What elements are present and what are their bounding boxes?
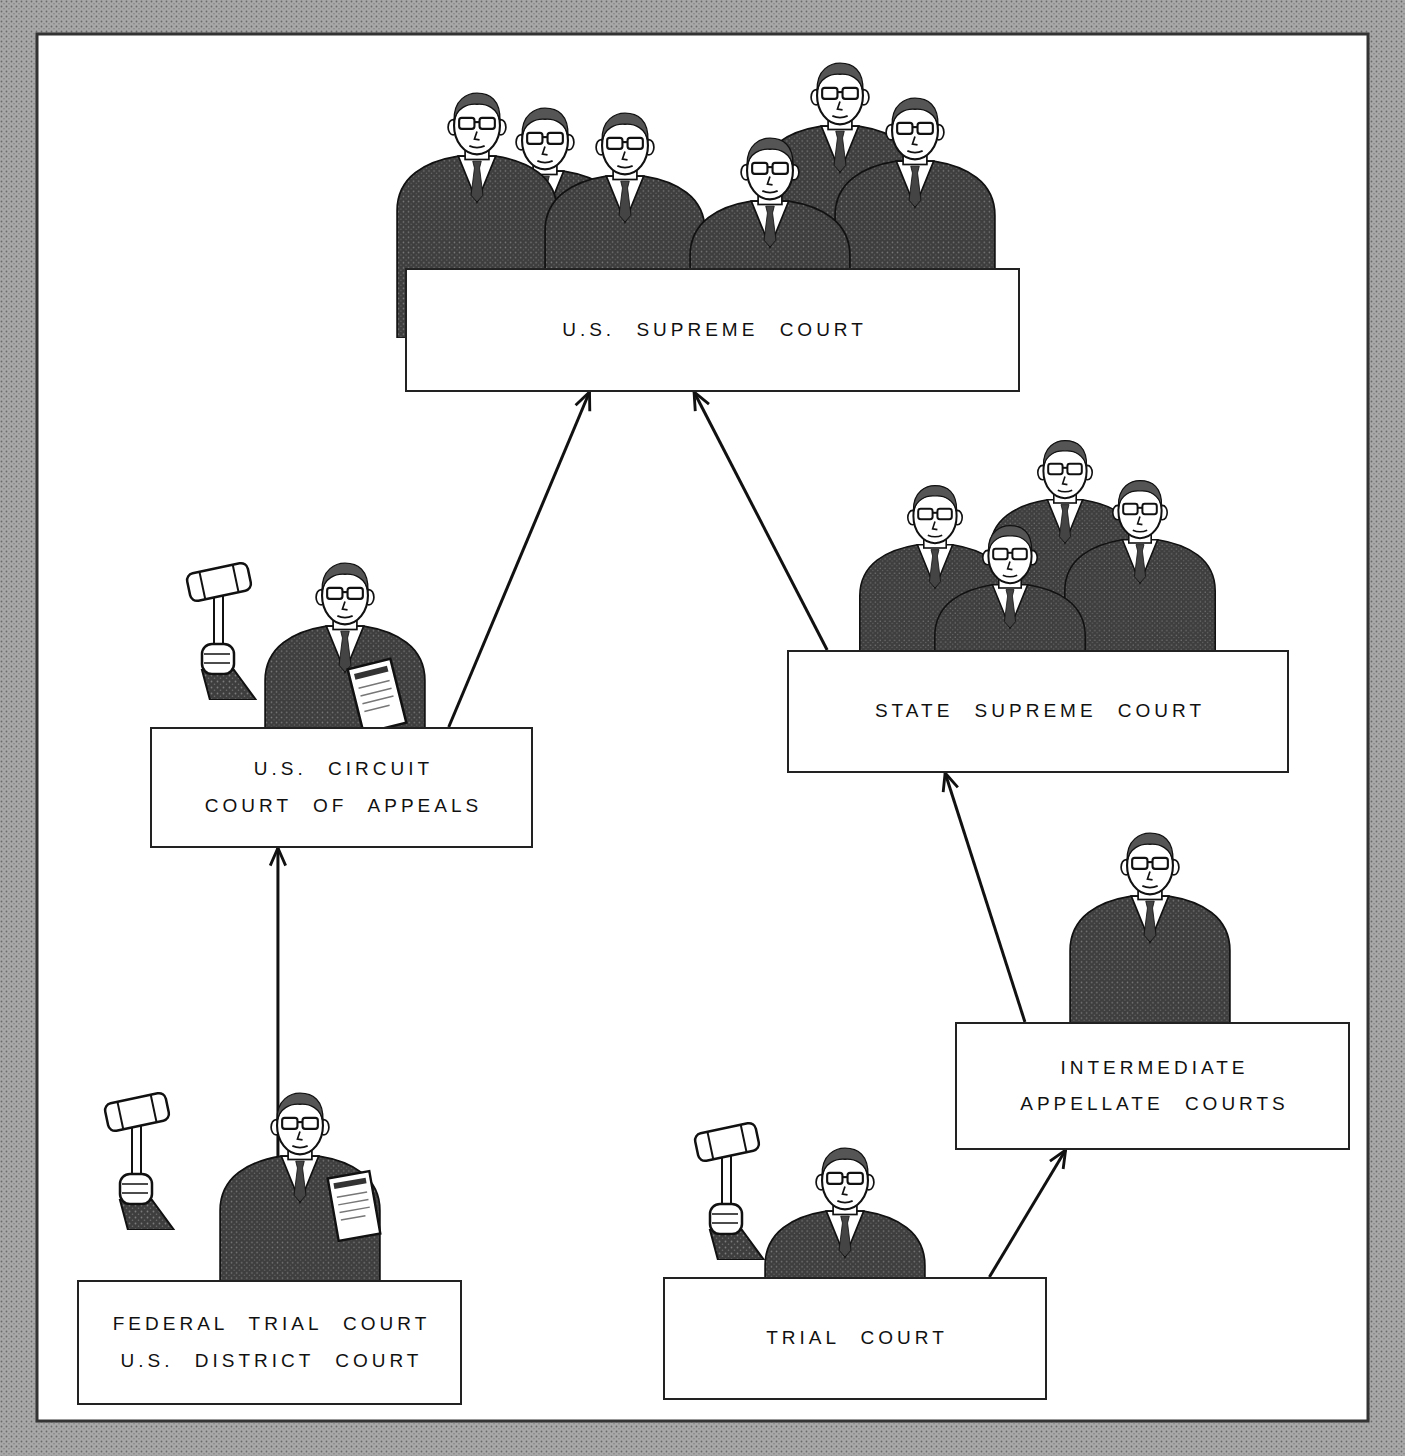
judge-figure [1070,833,1230,1078]
court-box: FEDERAL TRIAL COURT U.S. DISTRICT COURT [77,1280,462,1405]
judge-figure [765,1148,925,1393]
judge-figure [265,563,425,808]
court-label: INTERMEDIATE APPELLATE COURTS [1001,1050,1305,1122]
justice-figure [1065,481,1215,711]
justice-figure [690,138,850,383]
court-box: U.S. SUPREME COURT [405,268,1020,392]
opinion-paper [348,659,407,734]
court-box: STATE SUPREME COURT [787,650,1289,773]
appeal-arrow [694,392,827,650]
gavel-icon [694,1122,764,1260]
justice-figure [935,526,1085,756]
appeal-arrow [989,1150,1065,1277]
appeal-arrow [449,392,590,727]
justice-figure [397,93,557,338]
court-box: INTERMEDIATE APPELLATE COURTS [955,1022,1350,1150]
justice-figure [545,113,705,358]
appeal-arrow [945,773,1025,1022]
court-box: TRIAL COURT [663,1277,1047,1400]
gavel-icon [186,562,256,700]
court-box: U.S. CIRCUIT COURT OF APPEALS [150,727,533,848]
court-label: FEDERAL TRIAL COURT U.S. DISTRICT COURT [98,1306,442,1378]
frame-ground [37,34,1368,1421]
judge-figure [220,1093,380,1338]
court-label: U.S. SUPREME COURT [558,312,867,348]
opinion-paper [328,1171,381,1241]
gavel-icon [104,1092,174,1230]
court-label: STATE SUPREME COURT [871,693,1205,729]
court-label: U.S. CIRCUIT COURT OF APPEALS [198,751,485,823]
justice-figure [835,98,995,343]
court-label: TRIAL COURT [762,1320,948,1356]
